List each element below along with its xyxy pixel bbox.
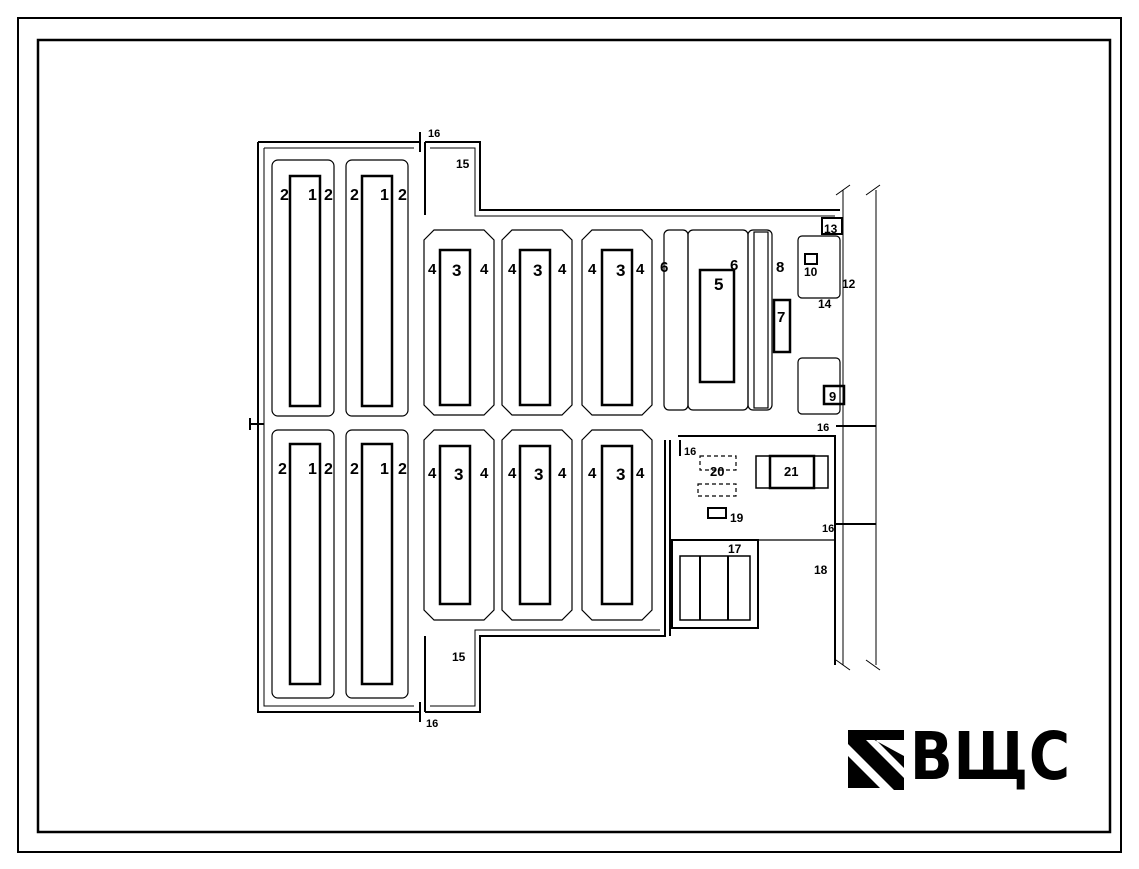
label-calf-yard: 4 — [636, 261, 645, 278]
label-yard: 2 — [324, 461, 333, 478]
logo-emblem-icon — [848, 730, 904, 790]
label-barn: 1 — [308, 187, 317, 204]
label-calf-barn: 3 — [452, 261, 461, 280]
label-calf-yard: 4 — [588, 261, 597, 278]
label-center-yard: 6 — [660, 259, 668, 276]
label-small-building: 7 — [777, 309, 785, 326]
label-silo: 21 — [784, 464, 798, 479]
label-center-yard: 6 — [730, 257, 738, 274]
label-small-yard: 8 — [776, 259, 784, 276]
label-yard: 2 — [398, 187, 407, 204]
calf-barns — [423, 229, 653, 621]
label-gate: 16 — [428, 128, 440, 140]
logo-text: ВЩС — [910, 718, 1071, 795]
label-calf-barn: 3 — [533, 261, 542, 280]
service-area — [797, 217, 846, 415]
label-calf-barn: 3 — [454, 465, 463, 484]
label-pond: 15 — [452, 650, 466, 664]
label-gate-building: 9 — [829, 389, 836, 404]
label-calf-yard: 4 — [558, 261, 567, 278]
label-barn: 1 — [380, 187, 389, 204]
label-gate: 16 — [684, 446, 696, 458]
label-yard: 2 — [350, 187, 359, 204]
inner-frame — [36, 38, 1112, 834]
label-field: 18 — [814, 563, 828, 577]
label-pond: 15 — [456, 157, 470, 171]
outer-frame — [17, 17, 1122, 853]
label-calf-yard: 4 — [480, 261, 489, 278]
label-yard: 2 — [398, 461, 407, 478]
label-calf-barn: 3 — [534, 465, 543, 484]
label-calf-yard: 4 — [508, 465, 517, 482]
label-barn: 1 — [308, 461, 317, 478]
label-calf-barn: 3 — [616, 465, 625, 484]
label-storage: 17 — [728, 542, 742, 556]
label-checkpoint: 12 — [842, 277, 856, 291]
label-yard: 2 — [324, 187, 333, 204]
external-road — [835, 184, 881, 671]
label-calf-yard: 4 — [636, 465, 645, 482]
label-calf-yard: 4 — [480, 465, 489, 482]
label-gate: 16 — [817, 422, 829, 434]
barn-group-upper-left — [271, 159, 409, 699]
gates — [249, 132, 876, 722]
label-gate: 16 — [426, 718, 438, 730]
label-office: 10 — [804, 265, 818, 279]
label-yard: 2 — [280, 187, 289, 204]
label-scale: 19 — [730, 511, 744, 525]
label-calf-yard: 4 — [588, 465, 597, 482]
lower-facilities — [671, 454, 835, 629]
label-barn: 1 — [380, 461, 389, 478]
label-yard: 2 — [278, 461, 287, 478]
central-building — [663, 229, 792, 411]
site-boundary — [257, 141, 840, 713]
label-entry-block: 13 — [824, 222, 838, 236]
label-gate: 16 — [822, 523, 834, 535]
label-calf-yard: 4 — [558, 465, 567, 482]
label-calf-yard: 4 — [428, 261, 437, 278]
label-calf-yard: 4 — [428, 465, 437, 482]
drawing-labels: 2 1 2 2 1 2 2 1 2 2 1 2 4 3 4 4 3 4 4 3 … — [278, 128, 856, 730]
label-yard: 2 — [350, 461, 359, 478]
label-service-area: 14 — [818, 297, 832, 311]
label-calf-yard: 4 — [508, 261, 517, 278]
label-tank: 20 — [710, 464, 724, 479]
label-center-building: 5 — [714, 275, 723, 294]
label-calf-barn: 3 — [616, 261, 625, 280]
